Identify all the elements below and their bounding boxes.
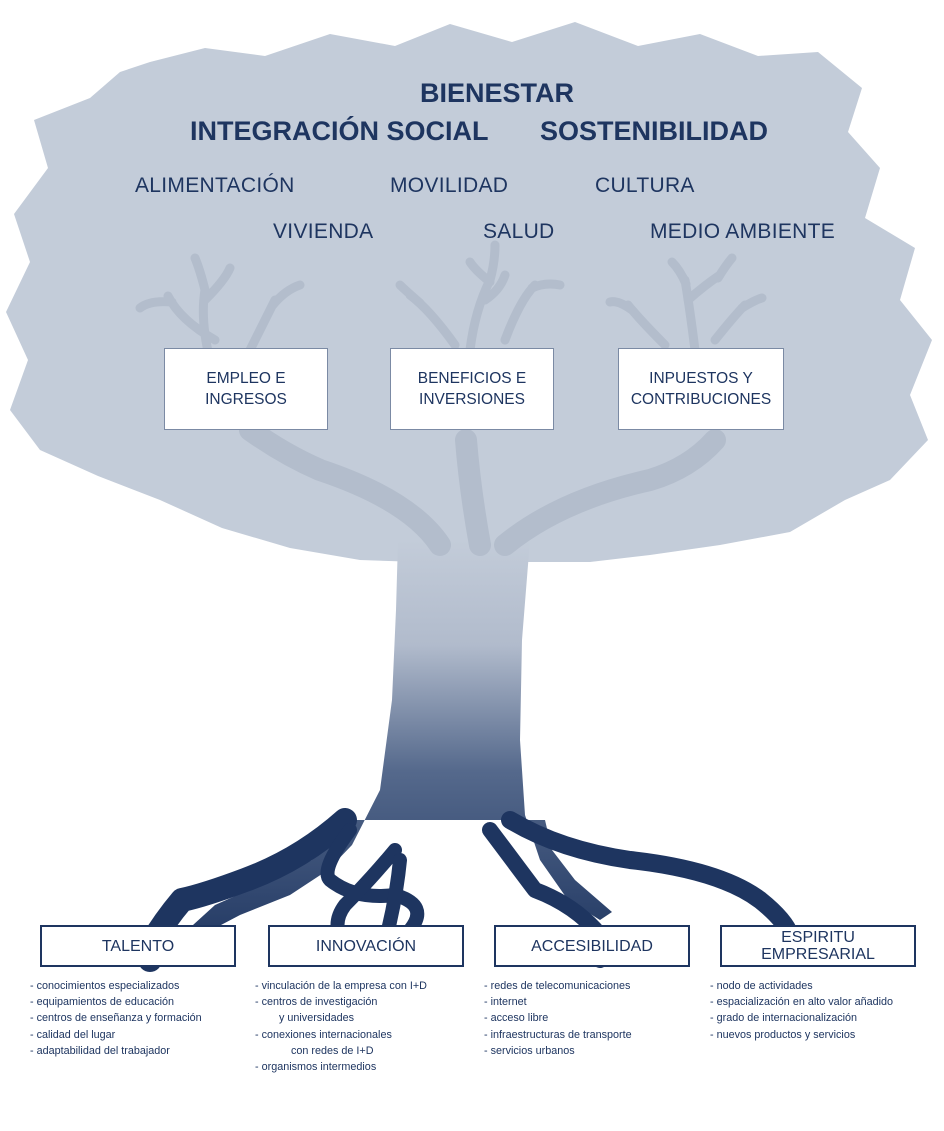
list-item: - centros de enseñanza y formación: [30, 1012, 202, 1025]
list-item: - equipamientos de educación: [30, 996, 175, 1009]
tree-roots: [138, 808, 799, 972]
branch-box-beneficios: BENEFICIOS E INVERSIONES: [390, 348, 554, 430]
branch-label-line2: INGRESOS: [205, 391, 287, 408]
list-item: - calidad del lugar: [30, 1028, 116, 1041]
list-item: - organismos intermedios: [255, 1061, 377, 1074]
root-label-line1: TALENTO: [101, 937, 175, 955]
crown-item-salud: SALUD: [483, 220, 555, 243]
root-label-line1: INNOVACIÓN: [315, 937, 417, 955]
branch-box-empleo: EMPLEO E INGRESOS: [164, 348, 328, 430]
root-list-innovacion: - vinculación de la empresa con I+D - ce…: [255, 978, 427, 1075]
list-item: - nuevos productos y servicios: [710, 1028, 856, 1041]
root-list-espiritu-empresarial: - nodo de actividades - espacialización …: [710, 978, 893, 1043]
root-list-accesibilidad: - redes de telecomunicaciones - internet…: [484, 978, 632, 1059]
root-label-line2: EMPRESARIAL: [761, 946, 875, 963]
crown-item-movilidad: MOVILIDAD: [390, 174, 509, 197]
crown-title-bienestar: BIENESTAR: [420, 78, 575, 108]
list-item: - internet: [484, 996, 527, 1009]
root-box-espiritu-empresarial: ESPIRITU EMPRESARIAL: [720, 925, 916, 967]
root-label-line1: ESPIRITU: [781, 929, 855, 946]
list-item: con redes de I+D: [291, 1044, 374, 1057]
list-item: - centros de investigación: [255, 996, 378, 1009]
root-box-accesibilidad: ACCESIBILIDAD: [494, 925, 690, 967]
branch-label-line1: BENEFICIOS E: [417, 370, 527, 387]
list-item: - nodo de actividades: [710, 980, 813, 992]
list-item: - servicios urbanos: [484, 1044, 575, 1057]
list-item: - redes de telecomunicaciones: [484, 980, 631, 992]
list-item: - acceso libre: [484, 1012, 549, 1025]
list-item: - conexiones internacionales: [255, 1028, 392, 1041]
branch-label-line1: INPUESTOS Y: [649, 370, 753, 387]
branch-box-impuestos: INPUESTOS Y CONTRIBUCIONES: [618, 348, 784, 430]
tree-branches: [135, 240, 767, 556]
list-item: y universidades: [279, 1012, 355, 1025]
crown-item-alimentacion: ALIMENTACIÓN: [135, 174, 295, 197]
list-item: - vinculación de la empresa con I+D: [255, 980, 427, 992]
root-label-line1: ACCESIBILIDAD: [531, 937, 653, 955]
crown-item-sostenibilidad: SOSTENIBILIDAD: [540, 116, 769, 146]
list-item: - infraestructuras de transporte: [484, 1028, 632, 1041]
crown-item-medio-ambiente: MEDIO AMBIENTE: [650, 220, 836, 243]
branch-label-line1: EMPLEO E: [206, 370, 286, 387]
tree-trunk: [162, 540, 612, 960]
branch-label-line2: INVERSIONES: [419, 391, 525, 408]
list-item: - conocimientos especializados: [30, 980, 180, 992]
list-item: - espacialización en alto valor añadido: [710, 996, 894, 1009]
list-item: - grado de internacionalización: [710, 1012, 858, 1025]
list-item: - adaptabilidad del trabajador: [30, 1044, 170, 1057]
root-list-talento: - conocimientos especializados - equipam…: [30, 978, 202, 1059]
crown-item-integracion-social: INTEGRACIÓN SOCIAL: [190, 116, 489, 146]
crown-item-vivienda: VIVIENDA: [273, 220, 374, 243]
root-box-innovacion: INNOVACIÓN: [268, 925, 464, 967]
root-box-talento: TALENTO: [40, 925, 236, 967]
branch-label-line2: CONTRIBUCIONES: [630, 391, 772, 408]
crown-item-cultura: CULTURA: [595, 174, 695, 197]
